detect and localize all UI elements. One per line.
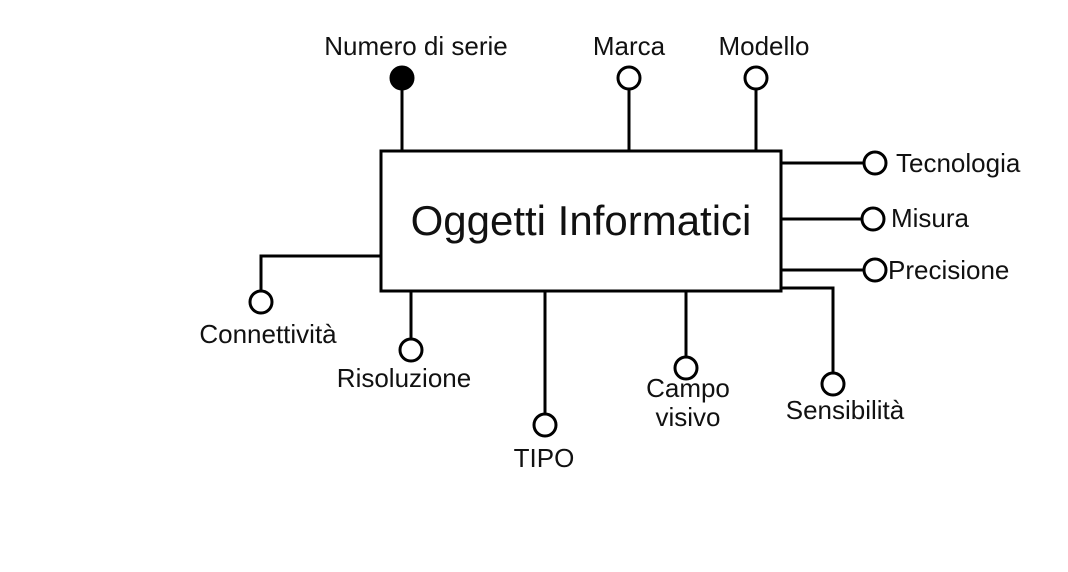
entity-name: Oggetti Informatici xyxy=(411,197,752,244)
attribute-connector xyxy=(259,254,381,290)
attribute-connector xyxy=(781,286,835,372)
attribute-numero-di-serie: Numero di serie xyxy=(324,31,508,151)
attribute-label: Modello xyxy=(718,31,809,61)
attribute-precisione: Precisione xyxy=(781,255,1009,285)
attribute-modello: Modello xyxy=(718,31,810,151)
attribute-label: Marca xyxy=(593,31,666,61)
attribute-circle xyxy=(862,257,888,283)
attribute-connettivita: Connettività xyxy=(199,254,381,349)
attribute-label: Sensibilità xyxy=(786,395,905,425)
attribute-risoluzione: Risoluzione xyxy=(337,291,471,393)
attribute-marca: Marca xyxy=(593,31,666,151)
attribute-label: Tecnologia xyxy=(896,148,1021,178)
attribute-label: Risoluzione xyxy=(337,363,471,393)
attribute-misura: Misura xyxy=(781,203,970,233)
attribute-label: Precisione xyxy=(888,255,1009,285)
attribute-tipo: TIPO xyxy=(514,291,575,473)
attribute-circle xyxy=(248,289,274,315)
attribute-label-line-1: Campo xyxy=(646,373,730,403)
entity-box xyxy=(379,149,783,293)
attribute-tecnologia: Tecnologia xyxy=(781,148,1021,178)
attribute-label-line-2: visivo xyxy=(655,402,720,432)
attribute-circle xyxy=(532,412,558,438)
attribute-circle xyxy=(743,65,769,91)
attribute-sensibilita: Sensibilità xyxy=(781,286,905,425)
attribute-label: Numero di serie xyxy=(324,31,508,61)
attribute-circle xyxy=(820,371,846,397)
attribute-label: Connettività xyxy=(199,319,337,349)
attribute-circle xyxy=(398,337,424,363)
attribute-circle xyxy=(616,65,642,91)
attribute-circle xyxy=(860,206,886,232)
attribute-label: Misura xyxy=(891,203,970,233)
entity-oggetti-informatici: Oggetti Informatici xyxy=(379,149,783,293)
identifier-circle xyxy=(389,65,415,91)
attribute-circle xyxy=(673,355,699,381)
attribute-campo-visivo: Campo visivo xyxy=(646,291,730,432)
attribute-circle xyxy=(862,150,888,176)
attribute-label: TIPO xyxy=(514,443,575,473)
